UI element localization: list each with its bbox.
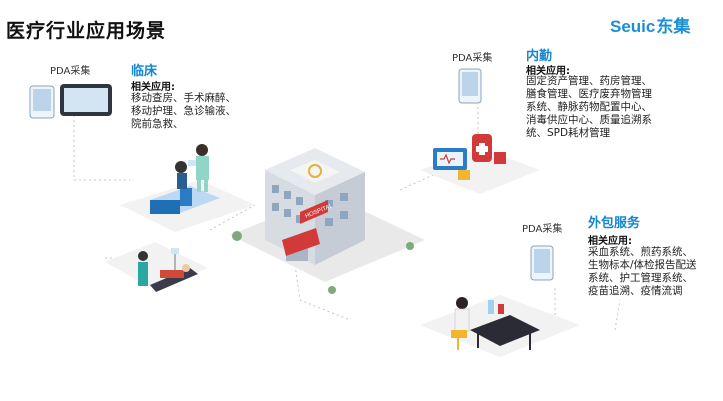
internal-app-line: 膳食管理、医疗废弃物管理 xyxy=(526,88,652,100)
tree-icons xyxy=(232,231,414,294)
internal-apps-label: 相关应用: xyxy=(526,66,570,77)
internal-apps-list: 固定资产管理、药房管理、 膳食管理、医疗废弃物管理 系统、静脉药物配置中心、 消… xyxy=(526,75,652,140)
nurse-bed-icon xyxy=(150,144,220,214)
tablet-icon xyxy=(60,84,112,116)
internal-app-line: 消毒供应中心、质量追溯系 xyxy=(526,114,652,126)
clinical-pda-label: PDA采集 xyxy=(50,66,91,77)
outsourcing-app-line: 疫苗追溯、疫情流调 xyxy=(588,285,683,297)
pda-device-icon xyxy=(29,68,554,281)
clinical-apps-list: 移动查房、手术麻醉、 移动护理、急诊输液、 院前急救、 xyxy=(131,92,236,131)
page-title: 医疗行业应用场景 xyxy=(6,20,167,42)
outsourcing-apps-list: 采血系统、煎药系统、 生物标本/体检报告配送 系统、护工管理系统、 疫苗追溯、疫… xyxy=(588,246,697,298)
brand-name: Seuic xyxy=(610,17,656,36)
outsourcing-app-line: 生物标本/体检报告配送 xyxy=(588,259,697,271)
clinical-apps-label: 相关应用: xyxy=(131,82,175,93)
outsourcing-title: 外包服务 xyxy=(588,216,641,231)
clinical-title: 临床 xyxy=(131,64,158,79)
outsourcing-app-line: 系统、护工管理系统、 xyxy=(588,272,693,284)
outsourcing-pda-label: PDA采集 xyxy=(522,224,563,235)
ambulance-stretcher-icon xyxy=(138,248,198,292)
outsourcing-apps-label: 相关应用: xyxy=(588,236,632,247)
clinical-app-line: 移动查房、手术麻醉、 xyxy=(131,92,236,104)
clinical-app-line: 院前急救、 xyxy=(131,118,184,130)
lab-worker-icon xyxy=(451,297,540,350)
internal-app-line: 系统、静脉药物配置中心、 xyxy=(526,101,652,113)
outsourcing-app-line: 采血系统、煎药系统、 xyxy=(588,246,693,258)
brand-name-cn: 东集 xyxy=(656,17,691,36)
medicine-box-icon xyxy=(433,134,506,180)
brand-logo: Seuic东集 xyxy=(610,12,690,37)
hospital-building-icon: HOSPITAL xyxy=(265,148,365,265)
clinical-app-line: 移动护理、急诊输液、 xyxy=(131,105,236,117)
internal-title: 内勤 xyxy=(526,49,553,64)
internal-pda-label: PDA采集 xyxy=(452,53,493,64)
internal-app-line: 固定资产管理、药房管理、 xyxy=(526,75,652,87)
internal-app-line: 统、SPD耗材管理 xyxy=(526,127,611,139)
